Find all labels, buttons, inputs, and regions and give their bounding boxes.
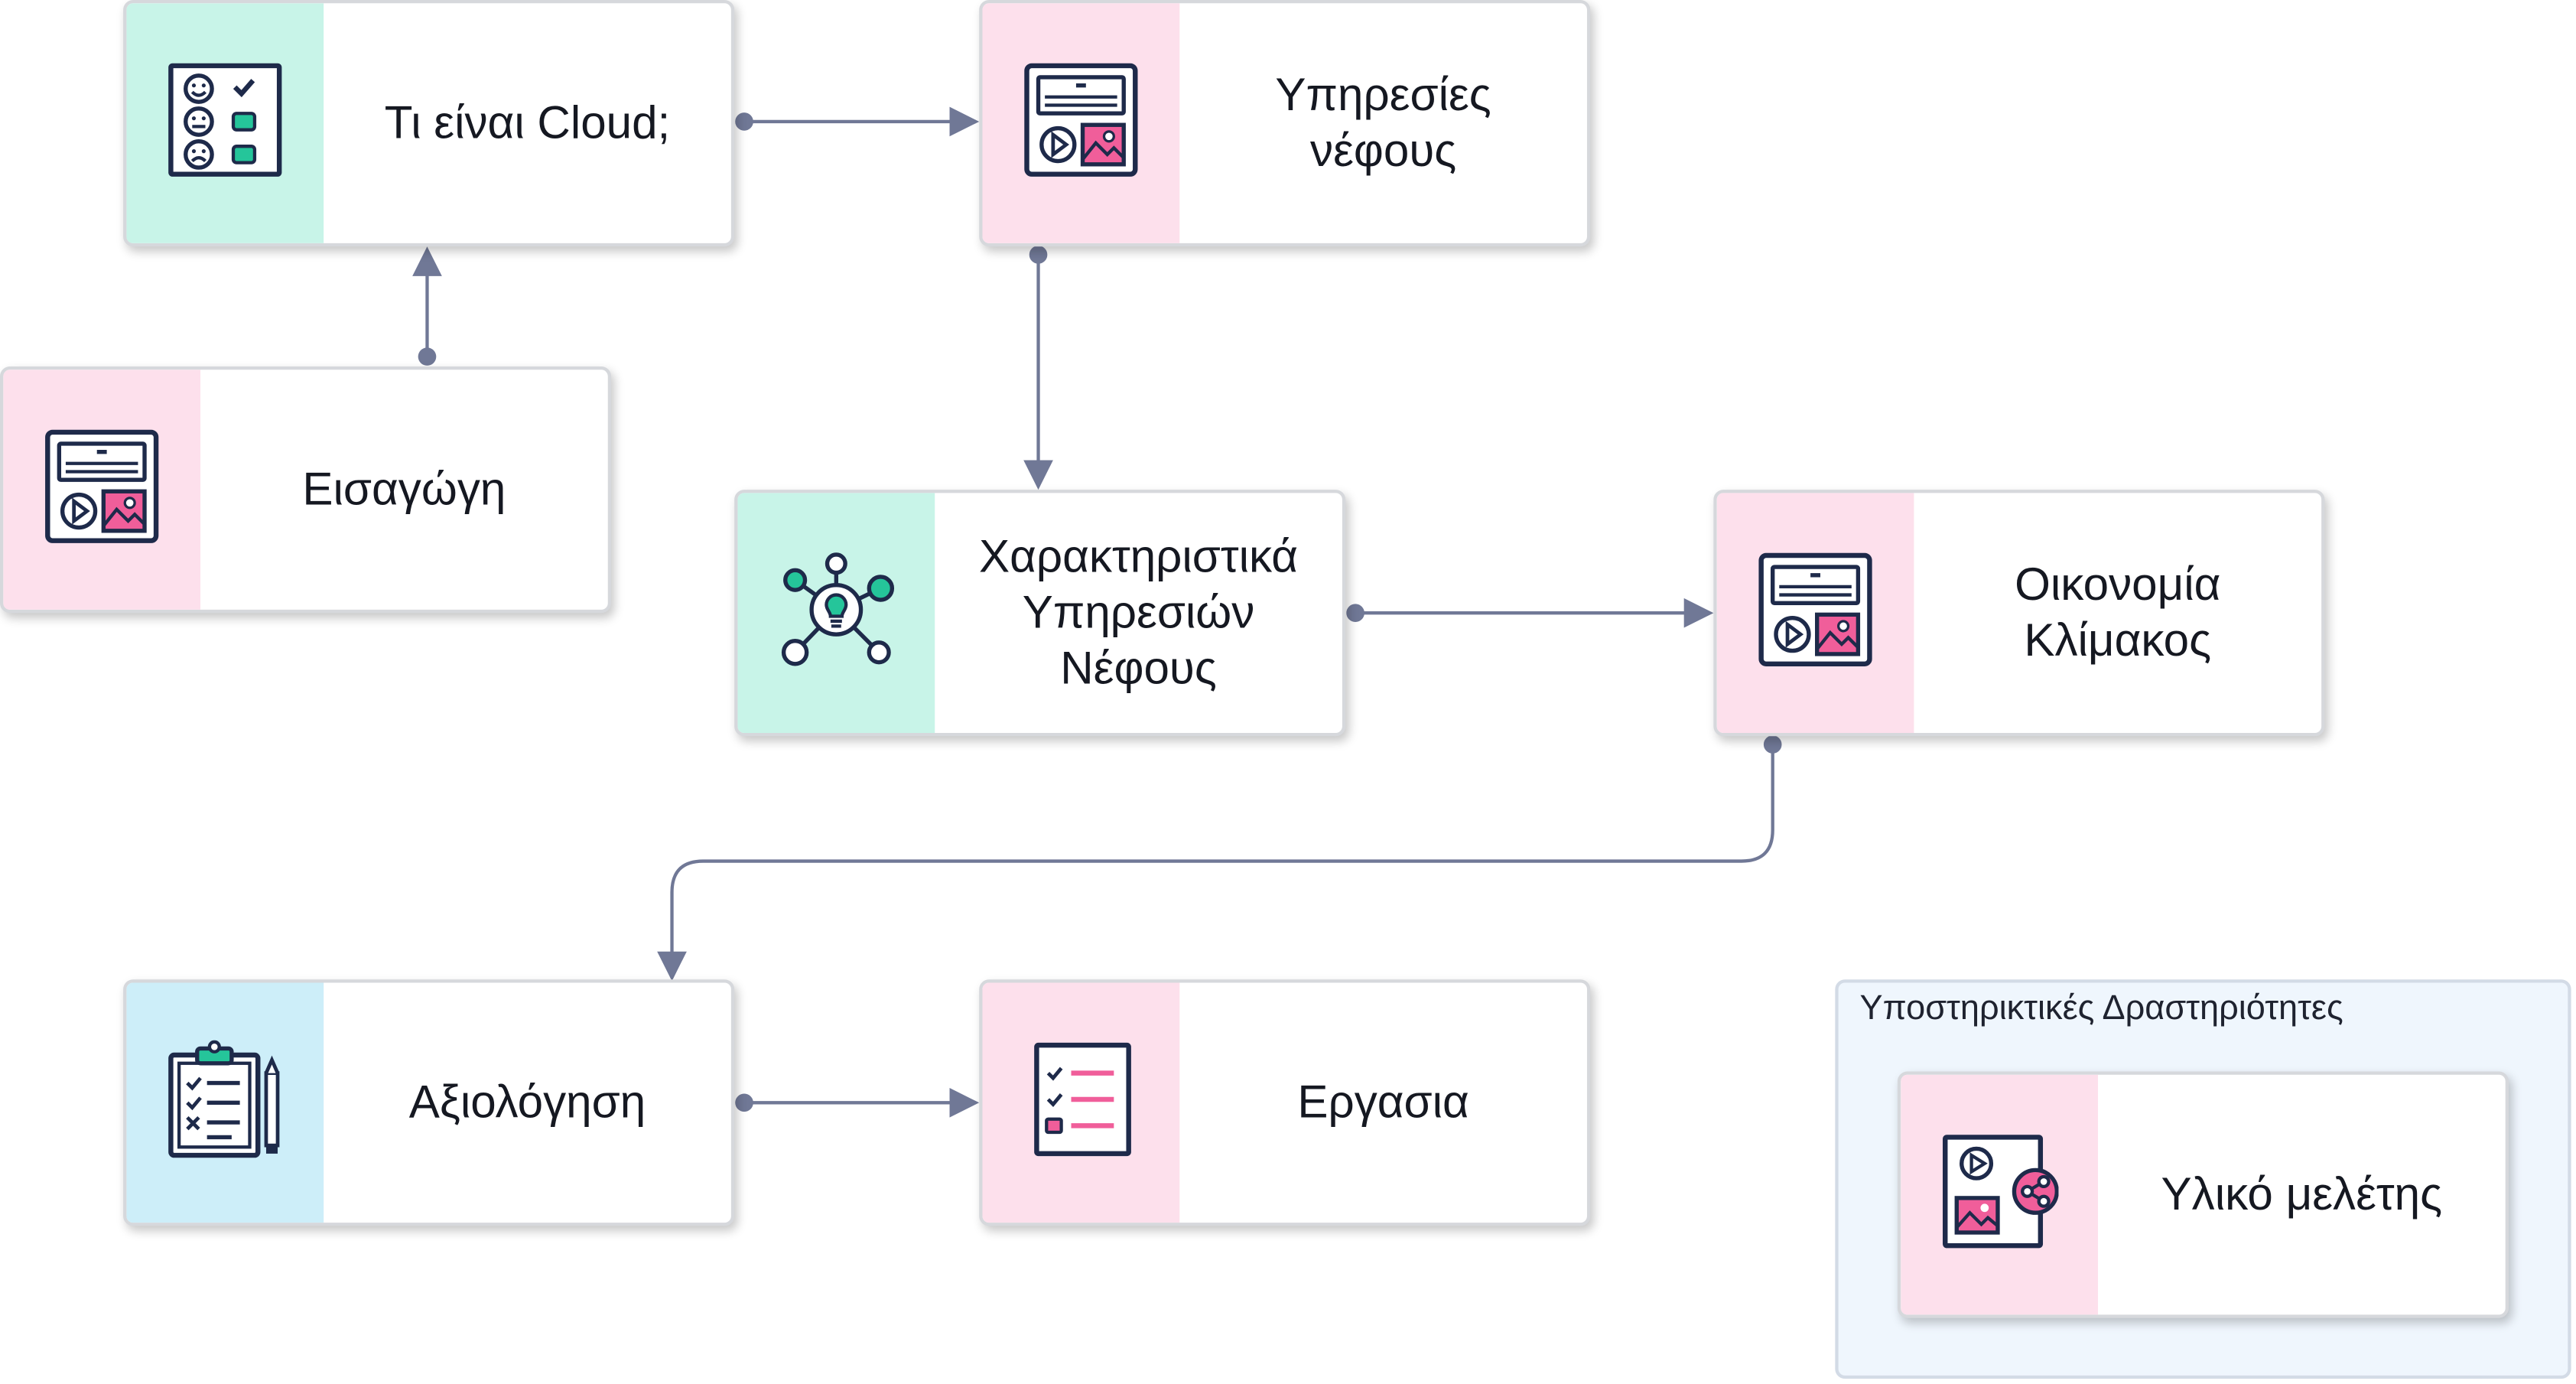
connector-oikonomia-klimakos-to-axiologisi: [670, 744, 1774, 979]
node-icon-pane: [982, 982, 1180, 1223]
node-label: Εισαγώγη: [302, 463, 506, 515]
media-page-icon: [1756, 550, 1875, 676]
arrowhead: [1683, 598, 1714, 628]
node-axiologisi[interactable]: Αξιολόγηση: [123, 979, 735, 1226]
node-ergasia[interactable]: Εργασια: [979, 979, 1591, 1226]
arrowhead: [949, 106, 980, 137]
feedback-survey-icon: [166, 60, 285, 186]
node-icon-pane: [126, 982, 324, 1223]
node-eisagogi[interactable]: Εισαγώγη: [0, 366, 612, 614]
idea-network-icon: [777, 550, 896, 676]
connector-start-dot: [1346, 604, 1364, 623]
node-xaraktiristika[interactable]: Χαρακτηριστικά Υπηρεσιών Νέφους: [734, 490, 1346, 737]
node-label: Εργασια: [1297, 1076, 1469, 1128]
group-label: Υποστηρικτικές Δραστηριότητες: [1859, 989, 2343, 1027]
node-label: Υπηρεσίες νέφους: [1275, 69, 1491, 176]
node-icon-pane: [737, 493, 935, 734]
checklist-icon: [1022, 1040, 1140, 1166]
node-icon-pane: [126, 3, 324, 243]
node-icon-pane: [3, 370, 201, 610]
node-ti-einai-cloud[interactable]: Τι είναι Cloud;: [123, 0, 735, 247]
node-oikonomia-klimakos[interactable]: Οικονομία Κλίμακος: [1713, 490, 2325, 737]
node-ypiresies-nefous[interactable]: Υπηρεσίες νέφους: [979, 0, 1591, 247]
arrowhead: [1023, 460, 1053, 490]
connector-start-dot: [1763, 735, 1782, 754]
node-label: Τι είναι Cloud;: [384, 96, 671, 148]
node-icon-pane: [1901, 1074, 2098, 1315]
node-icon-pane: [1716, 493, 1914, 734]
node-label: Υλικό μελέτης: [2161, 1168, 2443, 1220]
connector-start-dot: [735, 112, 753, 131]
media-page-icon: [1022, 60, 1140, 186]
arrowhead: [412, 246, 442, 276]
node-icon-pane: [982, 3, 1180, 243]
connector-start-dot: [418, 347, 437, 366]
arrowhead: [657, 951, 687, 982]
shared-media-icon: [1940, 1132, 2059, 1258]
connector-start-dot: [735, 1093, 753, 1112]
arrowhead: [949, 1087, 980, 1118]
connector-start-dot: [1029, 246, 1048, 264]
node-label: Χαρακτηριστικά Υπηρεσιών Νέφους: [979, 530, 1299, 694]
clipboard-checklist-icon: [166, 1039, 285, 1166]
node-label: Αξιολόγηση: [408, 1076, 646, 1128]
node-yliko-meletis[interactable]: Υλικό μελέτης: [1897, 1071, 2509, 1318]
media-page-icon: [43, 426, 161, 552]
node-label: Οικονομία Κλίμακος: [2015, 558, 2221, 666]
